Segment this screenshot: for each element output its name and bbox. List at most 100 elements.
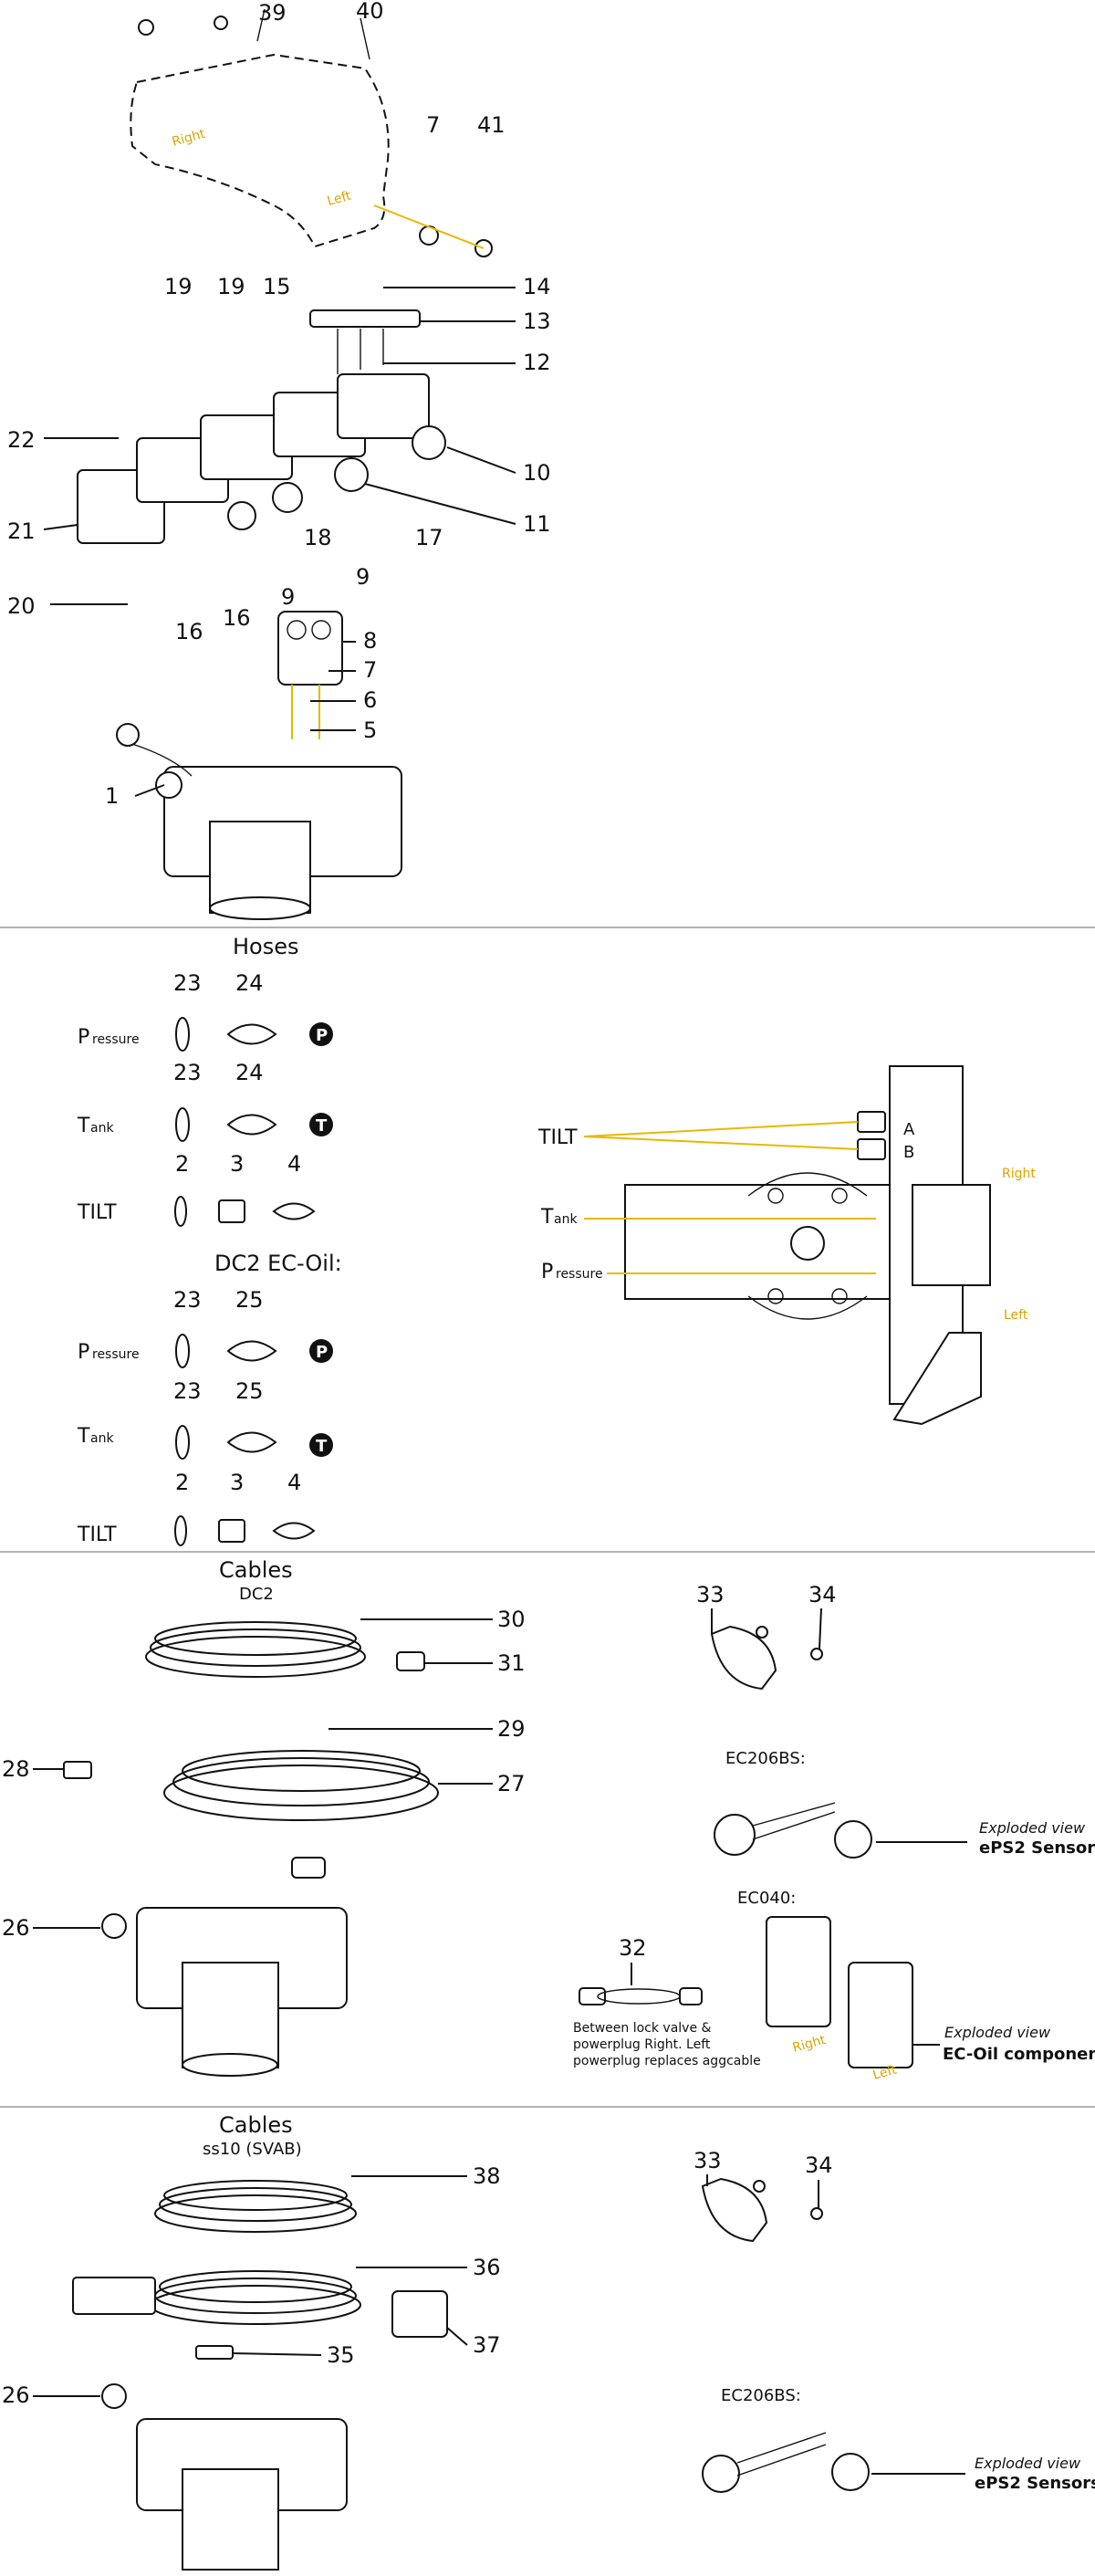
- hose-num: 23: [173, 1378, 202, 1404]
- pressure-symbol-text: P: [316, 1343, 328, 1362]
- connector: [101, 1913, 127, 1939]
- cable-plug: [579, 1987, 606, 2005]
- sensor-part: [714, 1814, 756, 1856]
- seal: [226, 1340, 277, 1362]
- caption-italic: Exploded view: [975, 2455, 1081, 2472]
- callout-16: 16: [175, 619, 203, 644]
- screw-head: [214, 16, 228, 30]
- pressure-symbol: [309, 1022, 333, 1046]
- callout-16b: 16: [223, 605, 251, 631]
- sensor-cover: [701, 2177, 768, 2243]
- callout-34: 34: [808, 1582, 837, 1607]
- cylinder: [182, 2468, 279, 2571]
- hose-num: 25: [235, 1287, 264, 1313]
- ec206bs-top: EC206BS: Exploded view ePS2 Sensors: [714, 1749, 1095, 1859]
- callout-7b: 7: [363, 657, 377, 683]
- hose-num: 23: [173, 1060, 202, 1085]
- ec206bs-bottom: EC206BS: Exploded view ePS2 Sensors: [702, 2386, 1095, 2493]
- callout-33: 33: [696, 1582, 725, 1607]
- cable-coil: [154, 1621, 357, 1656]
- sensor-part: [702, 2455, 740, 2493]
- connector: [396, 1651, 425, 1671]
- connector: [116, 723, 140, 747]
- callout-6: 6: [363, 687, 377, 713]
- hose-num: 24: [235, 1060, 264, 1085]
- callout-13: 13: [523, 309, 551, 334]
- hoses-section: Hoses 23 24 P ressure P 23 24 T ank T 2 …: [77, 934, 342, 1546]
- pressure-symbol-text: P: [316, 1026, 328, 1045]
- block-head: [912, 1184, 991, 1286]
- pressure-label: P: [541, 1261, 553, 1283]
- dc2-row-pressure: 23 25 P ressure P: [78, 1287, 333, 1368]
- leader-lines: [43, 287, 516, 797]
- hoses-title: Hoses: [233, 934, 299, 959]
- o-ring: [175, 1334, 190, 1368]
- o-ring: [175, 1017, 190, 1052]
- seal: [226, 1431, 277, 1453]
- sensor-cover-top: 33 34: [696, 1582, 837, 1691]
- seal: [272, 1522, 316, 1540]
- port-a: [857, 1111, 886, 1133]
- callout-26: 26: [2, 2382, 30, 2408]
- tilt-label: TILT: [537, 1126, 578, 1149]
- callout-19b: 19: [217, 274, 245, 299]
- solenoid-valve: [337, 373, 430, 439]
- callout-15: 15: [263, 274, 291, 299]
- callout-27: 27: [497, 1771, 526, 1796]
- ec206bs-title: EC206BS:: [721, 2386, 801, 2405]
- callout-9b: 9: [356, 564, 370, 590]
- center-bore: [790, 1226, 825, 1261]
- callout-5: 5: [363, 717, 377, 743]
- connector: [63, 1761, 92, 1779]
- row-label-sub: ank: [90, 1121, 114, 1136]
- callout-19: 19: [164, 274, 193, 299]
- callout-22: 22: [7, 427, 36, 453]
- dc2-row-tank: 23 25 T ank T: [77, 1378, 333, 1460]
- callout-37: 37: [473, 2332, 501, 2358]
- hose-num: 4: [287, 1151, 301, 1177]
- connector: [291, 1857, 326, 1879]
- row-label-sub: ressure: [92, 1032, 140, 1047]
- row-label: T: [77, 1425, 90, 1448]
- plate: [309, 309, 421, 328]
- callout-26: 26: [2, 1915, 30, 1941]
- hose-row-pressure: 23 24 P ressure P: [78, 970, 333, 1052]
- right-label: Right: [1002, 1167, 1036, 1181]
- hose-num: 3: [230, 1151, 244, 1177]
- screw-head: [138, 19, 154, 36]
- ec-oil-left-unit: [848, 1962, 913, 2068]
- row-label-sub: ank: [90, 1431, 114, 1446]
- callout-8: 8: [363, 628, 377, 654]
- callout-29: 29: [497, 1716, 526, 1742]
- coil-nut: [272, 482, 303, 513]
- block-body: [624, 1184, 900, 1300]
- pressure-label-sub: ressure: [556, 1267, 603, 1282]
- hose-row-tank: 23 24 T ank T: [77, 1060, 333, 1142]
- right-label: Right: [791, 2033, 828, 2056]
- hose-num: 4: [287, 1470, 301, 1495]
- caption-bold: ePS2 Sensors: [975, 2474, 1095, 2493]
- cables-title: Cables: [219, 1557, 293, 1583]
- bracket: [277, 611, 343, 686]
- sensor-cover: [710, 1625, 777, 1691]
- callout-32: 32: [619, 1935, 647, 1961]
- callout-28: 28: [2, 1756, 30, 1782]
- callout-41: 41: [477, 112, 506, 138]
- callout-7: 7: [426, 112, 440, 138]
- callout-numbers: 39 40 7 41 14 13 12 19 19 15 22 10 11 17…: [7, 0, 551, 809]
- callout-31: 31: [497, 1650, 526, 1676]
- sensor-part: [831, 2453, 870, 2491]
- callout-14: 14: [523, 274, 551, 299]
- row-label: T: [77, 1115, 90, 1137]
- cover-outline: [130, 53, 390, 248]
- row-label: TILT: [77, 1201, 117, 1224]
- tank-symbol-text: T: [316, 1437, 328, 1456]
- cover-left-label: Left: [326, 188, 353, 208]
- callout-12: 12: [523, 350, 551, 375]
- cable-coil: [163, 2180, 348, 2211]
- tank-symbol: [309, 1113, 333, 1136]
- connector-bank: [72, 2277, 156, 2315]
- row-label: P: [78, 1341, 89, 1364]
- cables-ss10-section: Cables ss10 (SVAB) 38 36 37 35 26: [2, 2112, 501, 2571]
- cable-coil: [182, 1750, 421, 1792]
